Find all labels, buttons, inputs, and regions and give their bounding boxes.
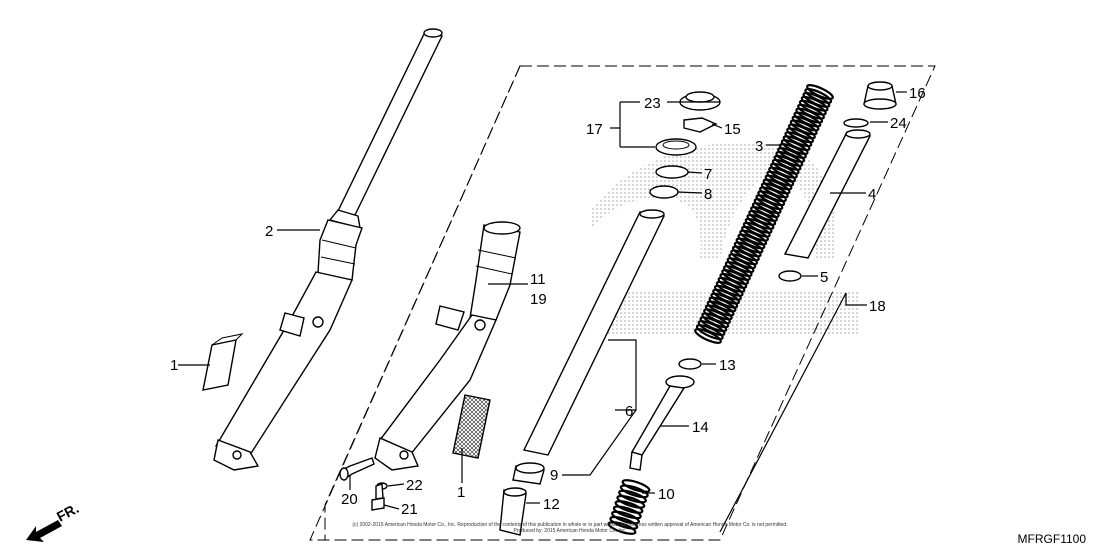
leader-lines: [178, 91, 907, 533]
coil-turn: [611, 510, 640, 525]
arrow-icon: [26, 520, 62, 542]
callout-6: 6: [625, 403, 633, 420]
callout-10: 10: [658, 486, 675, 503]
copyright-line-2: Produced by: 2015 American Honda Motor C…: [513, 528, 627, 534]
coil-turn: [609, 515, 639, 530]
callout-4: 4: [868, 186, 876, 203]
dust-seal: [655, 165, 689, 179]
stopper-ring: [649, 185, 679, 199]
coil-turn: [619, 484, 649, 499]
slider-bushing: [512, 462, 545, 485]
diagram-code: MFRGF1100: [1017, 532, 1086, 546]
coil-turn: [614, 500, 644, 514]
o-ring: [843, 118, 869, 128]
callout-23: 23: [644, 95, 661, 112]
front-direction-arrow: FR.: [26, 500, 81, 542]
callout-13: 13: [719, 357, 736, 374]
callout-16: 16: [909, 85, 926, 102]
callout-12: 12: [543, 496, 560, 513]
callout-11: 11: [530, 271, 546, 288]
coil-turn: [621, 479, 651, 493]
fork-assembly-left: [213, 28, 444, 471]
fork-pipe: [522, 209, 666, 456]
callout-20: 20: [341, 491, 358, 508]
spring-seat: [778, 270, 802, 282]
callout-1-right: 1: [457, 484, 465, 501]
callout-3: 3: [755, 138, 763, 155]
callout-22: 22: [406, 477, 423, 494]
fork-bolt-cap: [863, 81, 897, 110]
callout-labels: 1 2 1 11 19 20 22 21 23 17 15 7 8 6 9 12…: [170, 85, 926, 518]
callout-14: 14: [692, 419, 709, 436]
callout-9: 9: [550, 467, 558, 484]
spring-spacer: [783, 129, 872, 259]
callout-17: 17: [586, 121, 603, 138]
assembly-outline: [309, 65, 936, 541]
outer-tube: [374, 221, 521, 471]
coil-turn: [616, 494, 646, 509]
coil-turn: [607, 521, 637, 535]
guide-bushing: [499, 487, 527, 536]
callout-24: 24: [890, 115, 907, 132]
callout-19: 19: [530, 291, 547, 308]
coil-turn: [694, 328, 722, 344]
damper-rod: [629, 375, 695, 471]
bolt: [339, 457, 375, 481]
callout-2: 2: [265, 223, 273, 240]
callout-18: 18: [869, 298, 886, 315]
fork-spring: [694, 84, 834, 344]
piston-ring: [678, 358, 702, 370]
copyright-notice: (c) 2002-2015 American Honda Motor Co., …: [300, 522, 840, 534]
callout-1-left: 1: [170, 357, 178, 374]
callout-21: 21: [401, 501, 418, 518]
callout-8: 8: [704, 186, 712, 203]
coil-turn: [612, 505, 642, 520]
callout-15: 15: [724, 121, 741, 138]
coil-turn: [695, 324, 724, 341]
callout-7: 7: [704, 166, 712, 183]
fork-protector-left: [202, 333, 244, 391]
fork-protector-right: [452, 394, 491, 459]
drain-screw: [371, 483, 385, 511]
rebound-spring: [607, 479, 651, 535]
copyright-line-1: (c) 2002-2015 American Honda Motor Co., …: [352, 522, 788, 528]
callout-5: 5: [820, 269, 828, 286]
coil-turn: [618, 489, 647, 504]
